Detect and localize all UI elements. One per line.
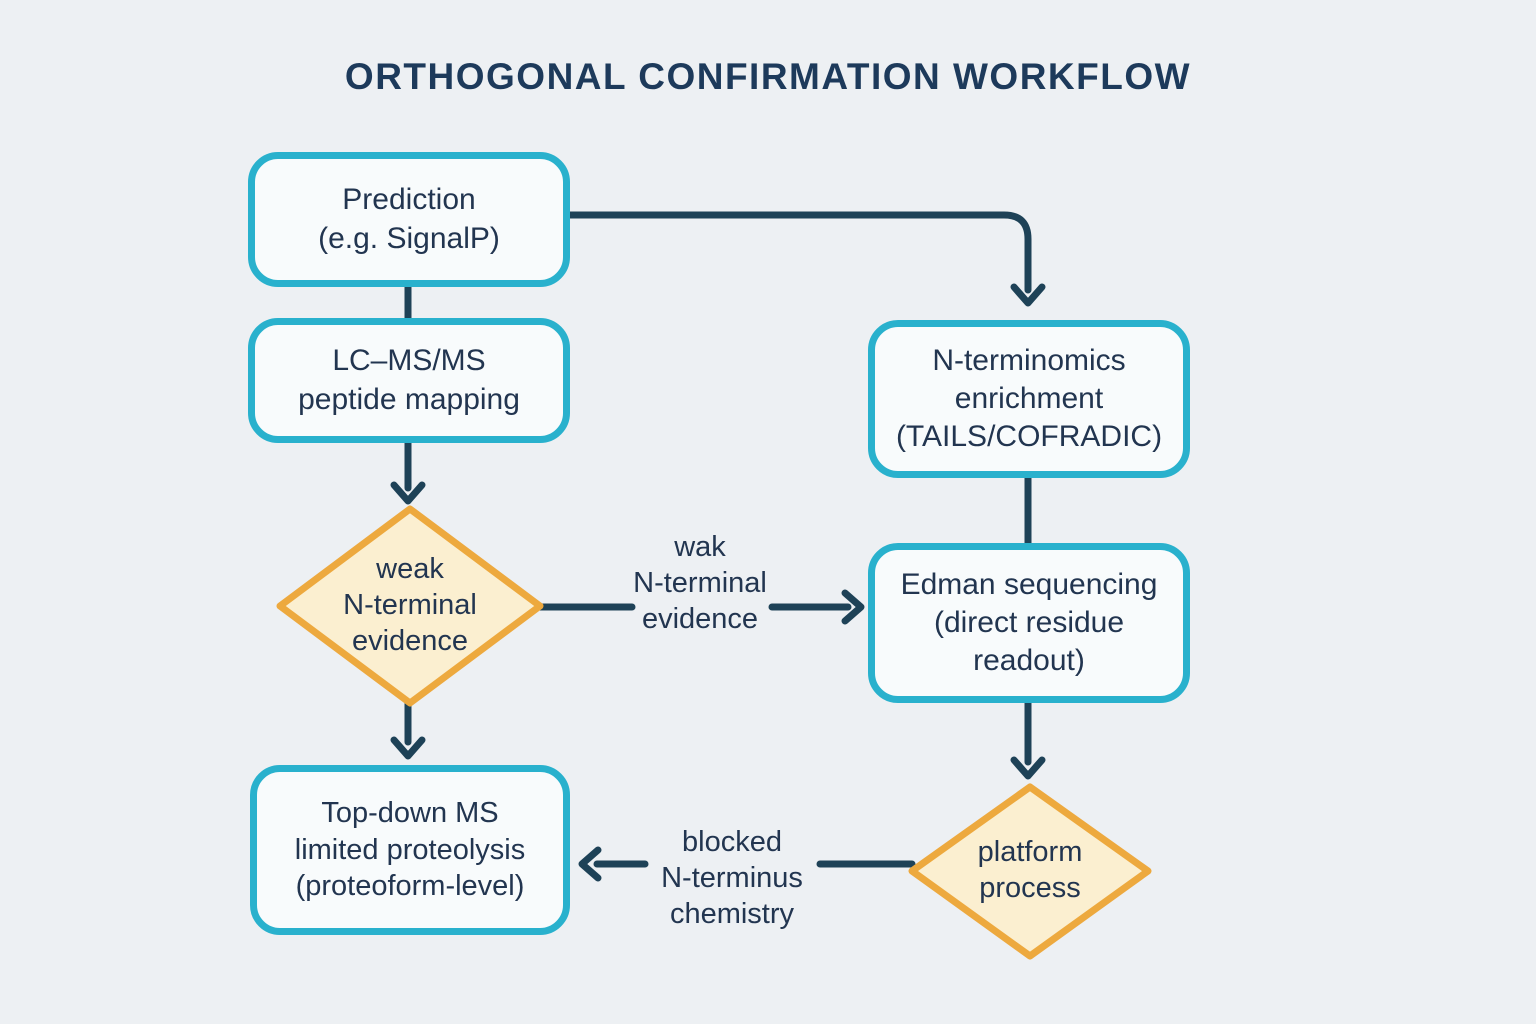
- arrowhead-down-platform: [1010, 756, 1046, 780]
- diagram-title: ORTHOGONAL CONFIRMATION WORKFLOW: [344, 56, 1192, 97]
- edge-label-platform-to-topdown: blocked N-terminus chemistry: [661, 826, 803, 930]
- arrowhead-left-topdown: [578, 846, 602, 882]
- arrowhead-down-nterminomics: [1010, 283, 1046, 307]
- node-topdown-ms: Top-down MS limited proteolysis (proteof…: [250, 765, 570, 935]
- node-nterminomics-enrichment: N-terminomics enrichment (TAILS/COFRADIC…: [868, 320, 1190, 478]
- decision-platform-process-label: platform process: [977, 836, 1083, 904]
- decision-weak-evidence-label: weak N-terminal evidence: [343, 553, 477, 657]
- connector-prediction-to-nterminomics: [566, 211, 1032, 294]
- node-lcmsms-peptide-mapping: LC–MS/MS peptide mapping: [248, 318, 570, 443]
- arrowhead-down-topdown: [390, 736, 426, 760]
- decision-weak-evidence-shape: [276, 505, 544, 707]
- decision-platform-process-shape: [908, 783, 1152, 960]
- arrowhead-down-weak: [390, 481, 426, 505]
- edge-label-weak-to-edman: wak N-terminal evidence: [633, 531, 767, 635]
- node-prediction: Prediction (e.g. SignalP): [248, 152, 570, 287]
- arrowhead-right-edman: [841, 589, 865, 625]
- node-edman-sequencing: Edman sequencing (direct residue readout…: [868, 543, 1190, 703]
